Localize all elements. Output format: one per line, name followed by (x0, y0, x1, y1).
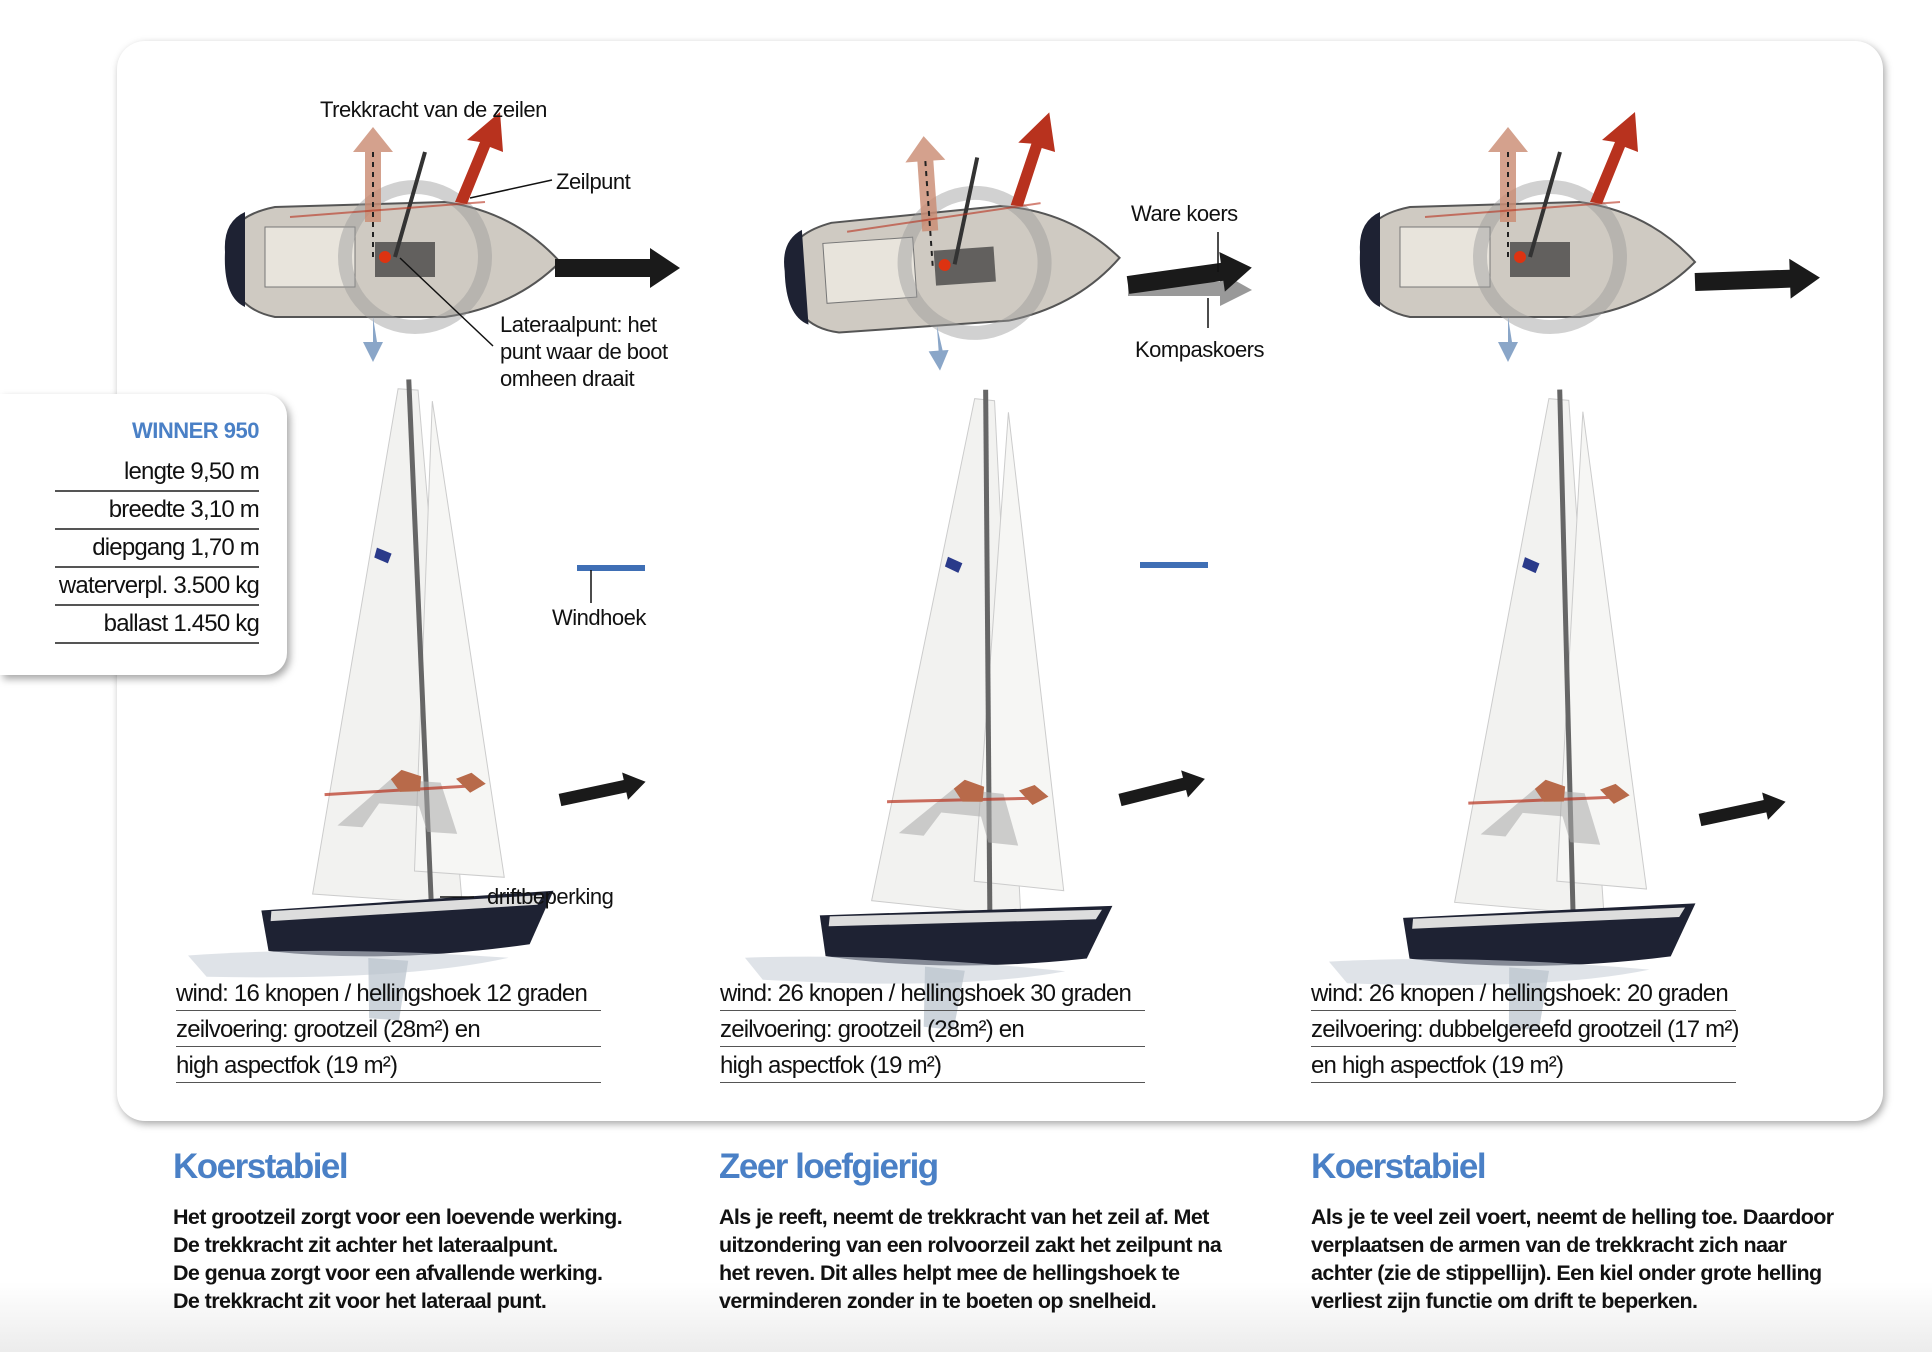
column-heading: Zeer loefgierig (719, 1147, 939, 1186)
body-line: verminderen zonder in te boeten op snelh… (719, 1289, 1157, 1313)
body-line: Als je reeft, neemt de trekkracht van he… (719, 1205, 1209, 1229)
caption-row: zeilvoering: dubbelgereefd grootzeil (17… (1311, 1011, 1740, 1047)
caption-1: wind: 16 knopen / hellingshoek 12 graden… (176, 975, 601, 1083)
page-bottom-shade (0, 1282, 1932, 1352)
label-zeilpunt: Zeilpunt (556, 169, 631, 194)
body-line: verliest zijn functie om drift te beperk… (1311, 1289, 1698, 1313)
caption-row: wind: 16 knopen / hellingshoek 12 graden (176, 975, 601, 1011)
column-body: Als je te veel zeil voert, neemt de hell… (1311, 1203, 1871, 1315)
label-lateraalpunt-line: omheen draait (500, 366, 635, 391)
label-ware-koers: Ware koers (1131, 201, 1238, 226)
column-2: Zeer loefgierig Als je reeft, neemt de t… (719, 1145, 1279, 1315)
column-3: Koerstabiel Als je te veel zeil voert, n… (1311, 1145, 1871, 1315)
label-lateraalpunt-line: punt waar de boot (500, 339, 668, 364)
spec-row: breedte 3,10 m (55, 492, 260, 530)
column-1: Koerstabiel Het grootzeil zorgt voor een… (173, 1145, 733, 1315)
spec-row: ballast 1.450 kg (55, 606, 260, 644)
column-body: Als je reeft, neemt de trekkracht van he… (719, 1203, 1279, 1315)
side-view-boat-3 (1325, 374, 1739, 1043)
caption-row: zeilvoering: grootzeil (28m²) en (720, 1011, 1145, 1047)
spec-row: diepgang 1,70 m (55, 530, 260, 568)
spec-row: waterverpl. 3.500 kg (55, 568, 260, 606)
column-heading: Koerstabiel (1311, 1147, 1487, 1186)
body-line: De genua zorgt voor een afvallende werki… (173, 1261, 603, 1285)
top-view-boat-2 (775, 108, 1127, 381)
wind-arrows (577, 562, 1208, 571)
body-line: De trekkracht zit voor het lateraal punt… (173, 1289, 547, 1313)
specs-title: WINNER 950 (131, 418, 260, 443)
body-line: verplaatsen de armen van de trekkracht z… (1311, 1233, 1787, 1257)
column-heading: Koerstabiel (173, 1147, 349, 1186)
body-line: De trekkracht zit achter het lateraalpun… (173, 1233, 558, 1257)
label-windhoek: Windhoek (552, 605, 646, 630)
course-arrow-3 (1694, 257, 1821, 302)
column-body: Het grootzeil zorgt voor een loevende we… (173, 1203, 733, 1315)
caption-row: wind: 26 knopen / hellingshoek 30 graden (720, 975, 1145, 1011)
side-view-boat-2 (740, 371, 1165, 1045)
body-line: achter (zie de stippellijn). Een kiel on… (1311, 1261, 1822, 1285)
specs-box: WINNER 950 lengte 9,50 m breedte 3,10 m … (0, 394, 287, 675)
caption-row: high aspectfok (19 m²) (176, 1047, 601, 1083)
body-line: Het grootzeil zorgt voor een loevende we… (173, 1205, 623, 1229)
label-driftbeperking: driftbeperking (487, 884, 614, 909)
body-line: het reven. Dit alles helpt mee de hellin… (719, 1261, 1180, 1285)
spec-row: lengte 9,50 m (55, 454, 260, 492)
caption-row: en high aspectfok (19 m²) (1311, 1047, 1736, 1083)
caption-3: wind: 26 knopen / hellingshoek: 20 grade… (1311, 975, 1740, 1083)
label-lateraalpunt-line: Lateraalpunt: het (500, 312, 657, 337)
course-arrow-1 (555, 248, 680, 288)
label-kompaskoers: Kompaskoers (1135, 337, 1265, 362)
caption-row: wind: 26 knopen / hellingshoek: 20 grade… (1311, 975, 1736, 1011)
caption-2: wind: 26 knopen / hellingshoek 30 graden… (720, 975, 1145, 1083)
body-line: Als je te veel zeil voert, neemt de hell… (1311, 1205, 1834, 1229)
caption-row: zeilvoering: grootzeil (28m²) en (176, 1011, 601, 1047)
label-trekkracht: Trekkracht van de zeilen (320, 97, 547, 122)
top-view-boat-3 (1360, 112, 1695, 362)
label-lateraalpunt: Lateraalpunt: het punt waar de boot omhe… (500, 311, 668, 392)
caption-row: high aspectfok (19 m²) (720, 1047, 1145, 1083)
leader-lines (399, 179, 1219, 898)
body-line: uitzondering van een rolvoorzeil zakt he… (719, 1233, 1222, 1257)
